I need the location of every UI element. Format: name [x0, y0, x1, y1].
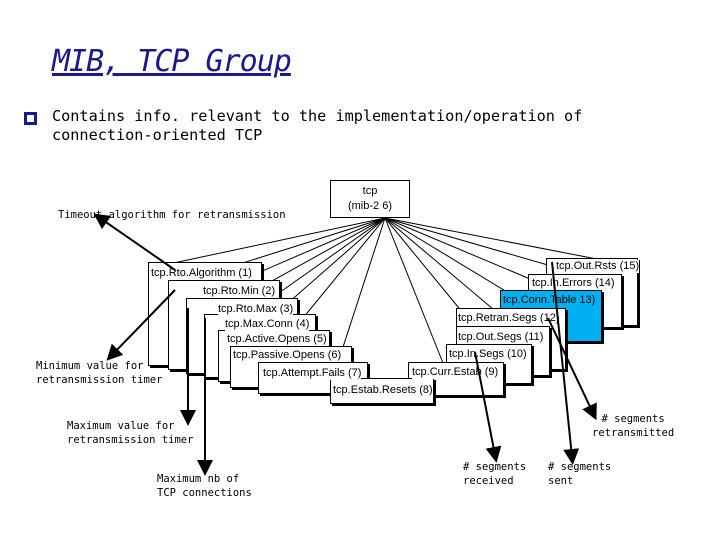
slide-title: MIB, TCP Group: [52, 44, 292, 79]
label-out-rsts: tcp.Out.Rsts (15): [556, 260, 640, 273]
label-retran-segs: tcp.Retran.Segs (12): [458, 312, 560, 325]
label-out-segs: tcp.Out.Segs (11): [458, 331, 544, 344]
label-rto-algorithm: tcp.Rto.Algorithm (1): [151, 267, 252, 280]
label-passive-opens: tcp.Passive.Opens (6): [233, 349, 342, 362]
label-in-segs: tcp.In.Segs (10): [449, 348, 527, 361]
label-max-conn: tcp.Max.Conn (4): [225, 318, 310, 331]
note-timeout: Timeout algorithm for retransmission: [58, 209, 286, 221]
label-rto-max: tcp.Rto.Max (3): [218, 303, 294, 316]
note-segs-sent: # segments sent: [548, 461, 612, 487]
label-in-errors: tcp.In.Errors (14): [532, 277, 615, 290]
label-attempt-fails: tcp.Attempt.Fails (7): [263, 367, 362, 380]
note-segs-received: # segments received: [463, 461, 527, 487]
bullet-marker: [24, 112, 37, 125]
label-rto-min: tcp.Rto.Min (2): [203, 285, 276, 298]
label-curr-estab: tcp.Curr.Estab (9): [412, 366, 499, 379]
note-min-value: Minimum value for retransmission timer: [36, 360, 163, 386]
note-segs-retransmitted: # segments retransmitted: [592, 413, 675, 439]
bullet-text: Contains info. relevant to the implement…: [52, 107, 583, 144]
label-estab-resets: tcp.Estab.Resets (8): [333, 384, 433, 397]
note-max-value: Maximum value for retransmission timer: [67, 420, 194, 446]
root-name: tcp: [362, 185, 378, 197]
note-max-conn: Maximum nb of TCP connections: [157, 473, 252, 499]
label-conn-table: tcp.Conn.Table 13): [503, 294, 596, 307]
label-active-opens: tcp.Active.Opens (5): [227, 333, 327, 346]
root-node-tcp: tcp (mib-2 6): [330, 180, 410, 218]
root-oid: (mib-2 6): [347, 200, 392, 212]
